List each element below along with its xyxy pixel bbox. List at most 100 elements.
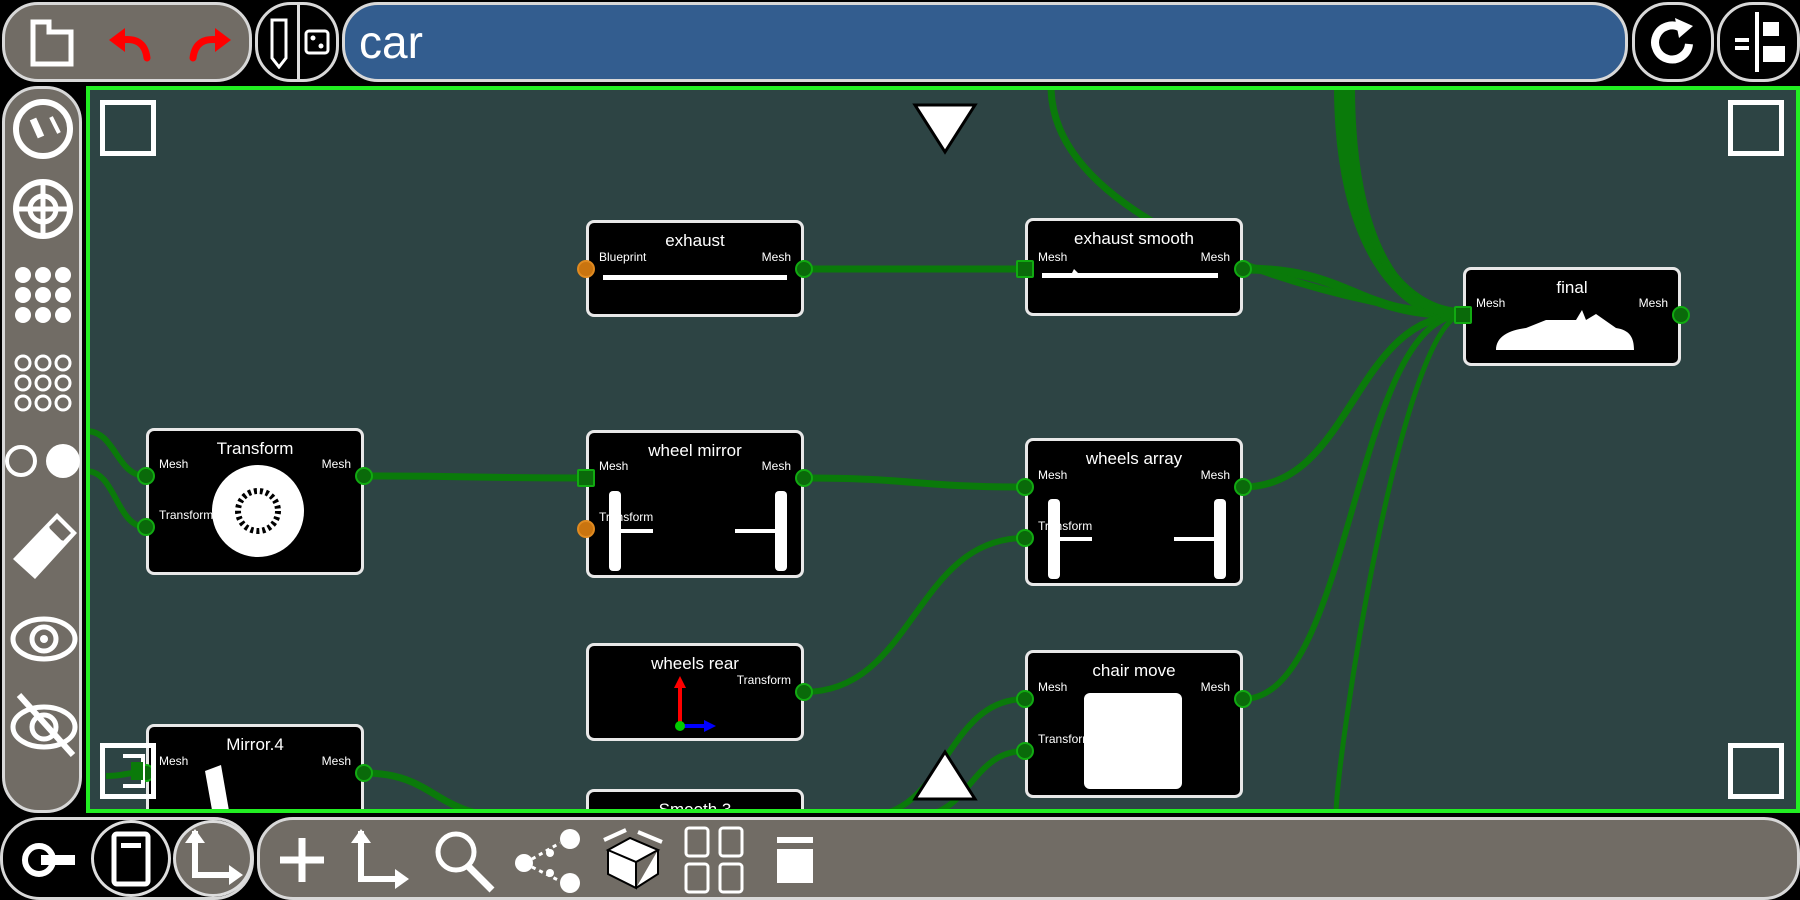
share-graph-icon[interactable] [512,826,586,896]
input-port[interactable] [1454,306,1472,324]
output-port[interactable] [1234,690,1252,708]
panel-icon [111,831,151,886]
output-port[interactable] [795,260,813,278]
node-title: Transform [216,439,294,458]
node-preview [1496,310,1634,350]
bottom-left-pill [0,817,254,900]
search-icon[interactable] [430,826,500,896]
port-label: Mesh [321,457,351,471]
node-title: wheel mirror [648,441,742,460]
port-label: Mesh [599,459,629,473]
eraser-icon[interactable] [7,509,81,587]
split-view-button[interactable] [1717,2,1800,82]
port-label: Mesh [761,459,791,473]
input-port[interactable] [1016,742,1034,760]
output-port[interactable] [1672,306,1690,324]
pencil-icon[interactable] [262,15,296,71]
wire [803,535,1026,695]
wire [90,428,147,479]
output-port[interactable] [355,467,373,485]
grid-outline-icon[interactable] [9,351,77,415]
wire [1242,312,1464,702]
input-port[interactable] [1016,690,1034,708]
port-label: Mesh [1038,468,1068,482]
node-title: wheels array [1085,449,1183,468]
output-port[interactable] [1234,478,1252,496]
power-icon[interactable] [11,828,87,892]
layer-icon[interactable] [770,832,820,888]
scroll-down-triangle[interactable] [912,748,978,802]
node-preview [212,465,304,557]
scroll-up-triangle[interactable] [912,102,978,156]
input-port[interactable] [1016,260,1034,278]
port-label: Transform [736,673,791,687]
node-preview [609,491,787,571]
output-port[interactable] [1234,260,1252,278]
eye-off-icon[interactable] [9,689,79,759]
node-smooth-3[interactable]: Smooth.3 [586,789,804,809]
port-label: Transform [1038,732,1093,746]
port-label: Mesh [159,457,189,471]
undo-icon[interactable] [105,19,155,69]
port-label: Mesh [321,754,351,768]
output-port[interactable] [795,683,813,701]
node-preview [674,676,716,732]
wire [936,748,1026,809]
corner-toggle-bottom-right[interactable] [1728,743,1784,799]
folder-icon[interactable] [27,17,77,69]
file-history-group [2,2,252,82]
port-label: Mesh [1476,296,1506,310]
gauge-icon[interactable] [9,95,77,163]
wire [803,474,1026,491]
node-preview [1048,499,1226,579]
node-preview [1084,693,1182,789]
input-port[interactable] [137,467,155,485]
axis-arrows-button[interactable] [173,820,253,897]
eye-icon[interactable] [9,609,79,669]
add-icon[interactable] [272,828,332,892]
box-open-icon[interactable] [598,826,668,896]
grid-2x2-icon[interactable] [680,822,750,898]
dice-icon[interactable] [302,25,332,59]
input-port[interactable] [1016,478,1034,496]
wire [1347,90,1464,319]
search-input[interactable] [342,2,1628,82]
axis-arrows-icon[interactable] [344,824,414,896]
input-port[interactable] [577,469,595,487]
node-title: exhaust [665,231,725,250]
corner-toggle-top-right[interactable] [1728,100,1784,156]
corner-toggle-top-left[interactable] [100,100,156,156]
input-port[interactable] [137,518,155,536]
output-port[interactable] [795,469,813,487]
output-port[interactable] [355,764,373,782]
input-port[interactable] [1016,529,1034,547]
port-label: Mesh [1638,296,1668,310]
port-label: Mesh [1200,250,1230,264]
wire [1333,312,1464,809]
redo-icon[interactable] [185,19,235,69]
refresh-button[interactable] [1632,2,1714,82]
port-label: Mesh [761,250,791,264]
node-title: chair move [1092,661,1176,680]
node-preview [205,765,229,809]
circle-toggle-icon[interactable] [5,441,81,481]
grid-filled-icon[interactable] [9,263,77,327]
port-label: Mesh [1200,680,1230,694]
input-port[interactable] [577,260,595,278]
panel-button[interactable] [91,820,171,897]
node-title: final [1556,278,1588,297]
corner-toggle-bottom-left[interactable] [100,743,156,799]
tool-pill [255,2,339,82]
crosshair-icon[interactable] [9,175,77,243]
input-port[interactable] [577,520,595,538]
